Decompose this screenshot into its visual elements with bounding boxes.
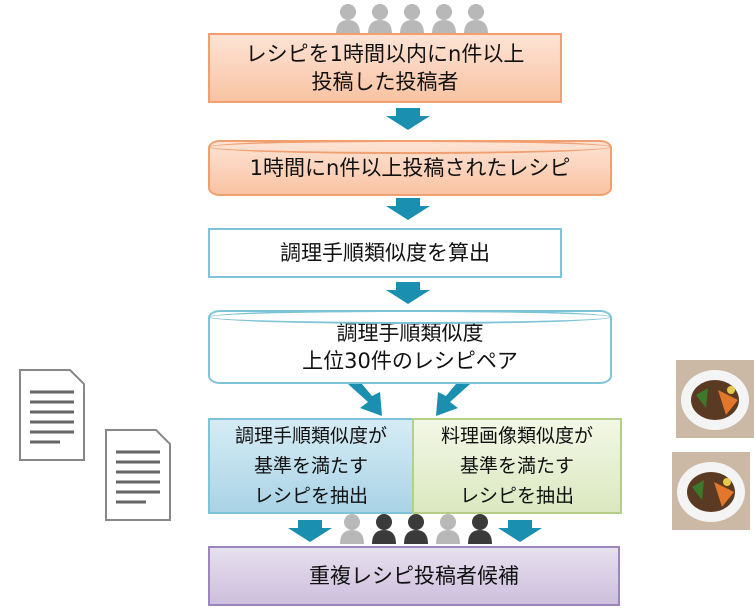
step-frequent-recipes: 1時間にn件以上投稿されたレシピ [208, 140, 612, 196]
arrow-icons [288, 108, 542, 542]
candidate-people-icons [340, 514, 492, 544]
step-duplicate-candidates: 重複レシピ投稿者候補 [208, 546, 620, 606]
step-top30-pairs: 調理手順類似度 上位30件のレシピペア [208, 310, 612, 384]
document-icons [18, 368, 172, 522]
submitters-icon-group [336, 4, 488, 34]
step-procedure-filter: 調理手順類似度が 基準を満たす レシピを抽出 [208, 418, 414, 514]
step-image-filter: 料理画像類似度が 基準を満たす レシピを抽出 [412, 418, 622, 514]
step-frequent-submitters: レシピを1時間以内にn件以上 投稿した投稿者 [208, 33, 562, 103]
food-image-icons [672, 360, 754, 530]
step-compute-similarity: 調理手順類似度を算出 [208, 228, 562, 278]
